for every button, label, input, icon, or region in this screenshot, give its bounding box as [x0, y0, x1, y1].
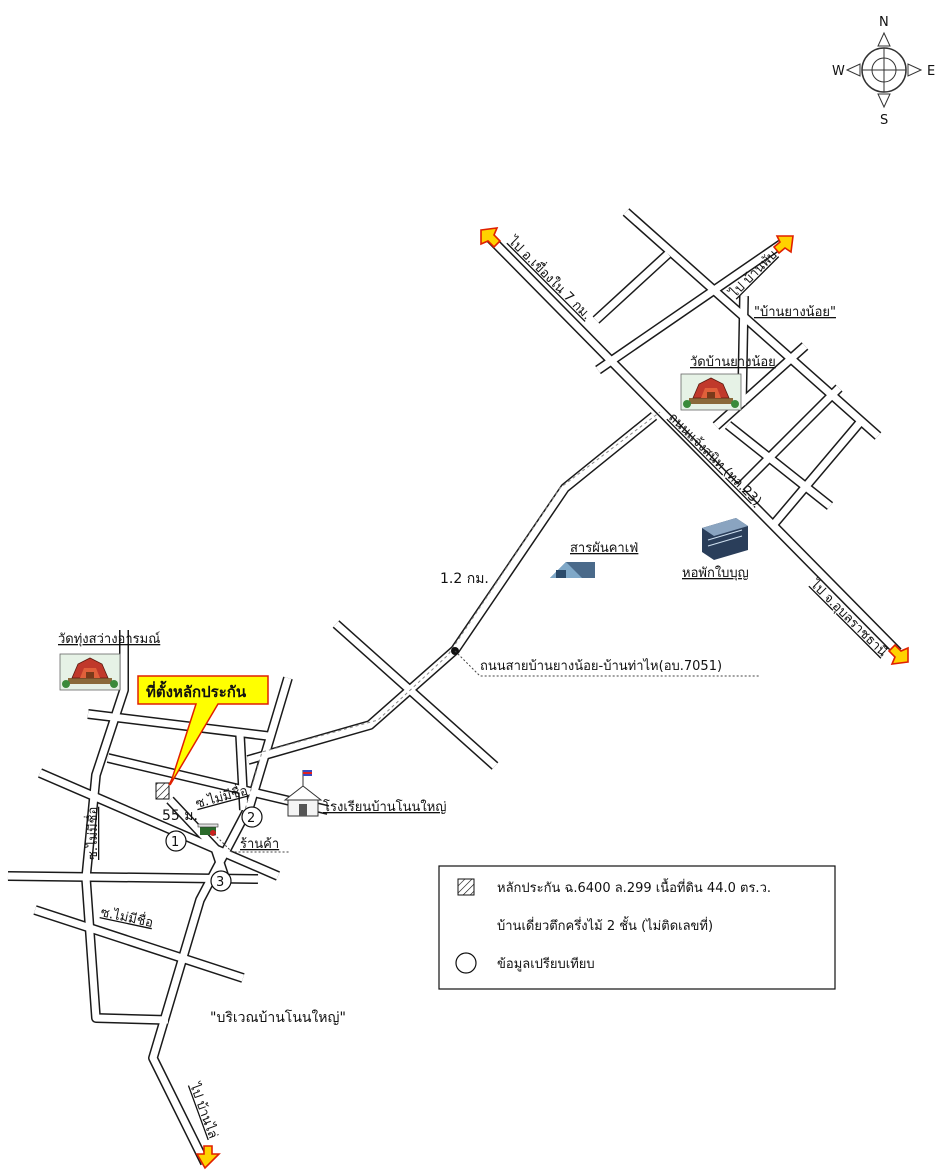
arrow-to-ban-phap-icon — [772, 235, 794, 255]
east-arrow-icon — [907, 63, 923, 77]
shop-leader — [213, 833, 290, 853]
temple-icon — [59, 653, 121, 691]
label-to-ubon: ไป จ.อุบลราชธานี — [806, 576, 890, 660]
arrow-to-kueang-nai-icon — [480, 227, 502, 249]
legend-hatch-swatch — [457, 878, 475, 896]
label-temple-thung-sawang: วัดทุ่งสว่างอารมณ์ — [58, 631, 160, 647]
direction-arrows — [195, 227, 909, 1170]
comparable-marker-2: 2 — [241, 806, 263, 828]
comparable-number: 1 — [171, 835, 179, 850]
label-shop: ร้านค้า — [240, 837, 279, 852]
dormitory: หอพักใบบุญ — [682, 518, 749, 581]
legend: หลักประกัน ฉ.6400 ล.299 เนื้อที่ดิน 44.0… — [438, 865, 836, 990]
compass-n: N — [879, 15, 889, 30]
label-dormitory: หอพักใบบุญ — [682, 565, 749, 581]
label-distance: 1.2 กม. — [440, 571, 489, 587]
coffee-warehouse: สารผันคาเฟ่ — [550, 541, 638, 578]
collateral-callout: ที่ตั้งหลักประกัน — [137, 675, 269, 786]
school-icon — [283, 770, 323, 817]
building-icon — [702, 518, 748, 560]
label-school: โรงเรียนบ้านโนนใหญ่ — [323, 799, 446, 815]
warehouse-icon — [550, 562, 595, 578]
label-local-road: ถนนสายบ้านยางน้อย-บ้านท่าไห(อบ.7051) — [480, 658, 722, 674]
compass-w: W — [832, 64, 845, 79]
label-soi-distance: 55 ม. — [162, 808, 198, 824]
legend-comparable: ข้อมูลเปรียบเทียบ — [497, 956, 595, 972]
compass-s: S — [880, 113, 888, 128]
temple-icon — [680, 373, 742, 411]
arrow-to-ubon-icon — [887, 643, 909, 665]
legend-circle-icon — [455, 952, 477, 974]
route-path — [241, 411, 661, 821]
label-temple-yang-noi: วัดบ้านยางน้อย — [690, 355, 776, 370]
south-arrow-icon — [877, 93, 891, 109]
legend-building: บ้านเดี่ยวตึกครึ่งไม้ 2 ชั้น (ไม่ติดเลขท… — [497, 916, 713, 934]
label-main-road: ถนนแจ้งสนิท (ทล.23) — [665, 410, 764, 509]
arrow-to-ban-lai-icon — [195, 1145, 221, 1170]
compass-rose: N S W E — [832, 15, 935, 128]
legend-collateral: หลักประกัน ฉ.6400 ล.299 เนื้อที่ดิน 44.0… — [497, 878, 771, 896]
north-arrow-icon — [877, 31, 891, 47]
school: โรงเรียนบ้านโนนใหญ่ — [283, 770, 446, 817]
label-village-south: "บริเวณบ้านโนนใหญ่" — [210, 1009, 346, 1026]
label-village-north: "บ้านยางน้อย" — [754, 305, 836, 320]
temple-thung-sawang: วัดทุ่งสว่างอารมณ์ — [58, 631, 160, 691]
label-soi-3: ซ.ไม่มีชื่อ — [99, 903, 155, 931]
shop-icon — [197, 823, 219, 836]
label-coffee-warehouse: สารผันคาเฟ่ — [570, 541, 638, 556]
collateral-parcel — [155, 782, 170, 800]
shop: ร้านค้า — [197, 823, 290, 853]
comparable-marker-3: 3 — [210, 870, 232, 892]
comparable-marker-1: 1 — [165, 830, 187, 852]
callout-label: ที่ตั้งหลักประกัน — [146, 680, 247, 701]
compass-e: E — [927, 64, 935, 79]
label-to-kueang-nai: ไป อ.เขื่องใน 7 กม. — [504, 232, 595, 323]
comparable-number: 3 — [216, 875, 224, 890]
label-soi-2: ซ.ไม่มีชื่อ — [84, 807, 101, 860]
west-arrow-icon — [845, 63, 861, 77]
temple-yang-noi: วัดบ้านยางน้อย — [680, 355, 776, 411]
comparable-number: 2 — [247, 811, 255, 826]
